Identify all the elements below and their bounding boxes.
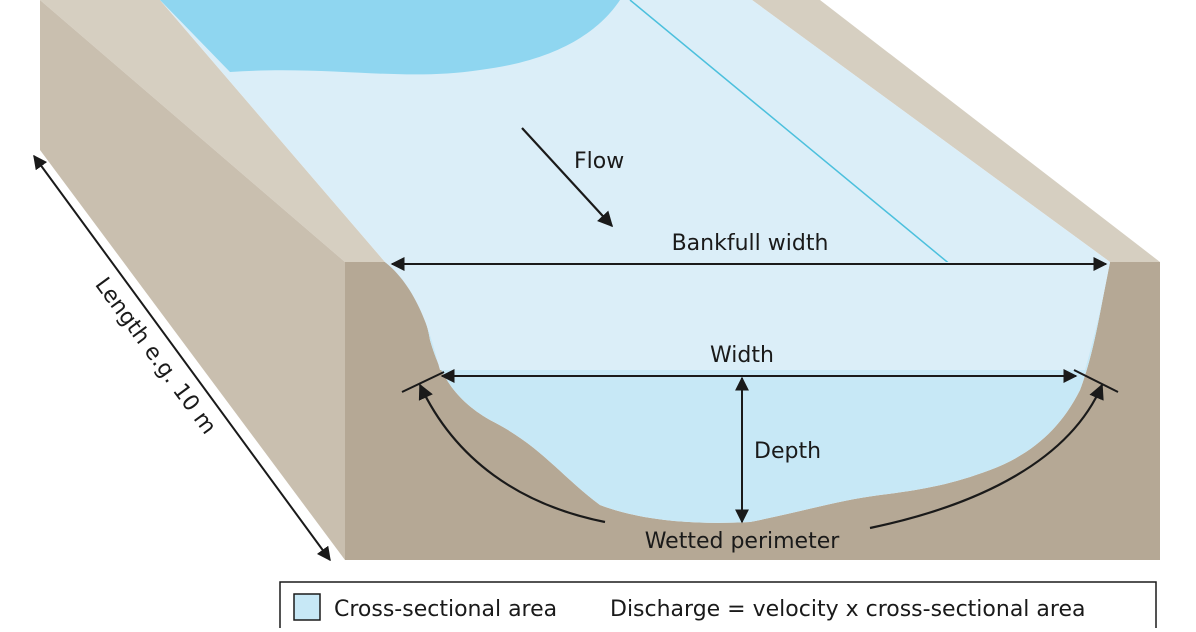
wetted-perimeter-arc-right [869,383,1104,530]
legend-swatch [293,593,321,621]
perimeter-tick-right [1073,369,1119,393]
legend-box [279,581,1157,632]
water-deep-patch [160,0,620,75]
legend-swatch-label: Cross-sectional area [334,597,557,622]
legend-formula: Discharge = velocity x cross-sectional a… [610,597,1085,622]
bankfull-width-label: Bankfull width [672,231,829,256]
cross-section-upper [385,262,1110,370]
wetted-perimeter-arc-left [418,383,606,524]
right-bank-top [752,0,1160,262]
wetted-perimeter-label: Wetted perimeter [645,529,841,554]
front-bank-face [345,262,1160,560]
flow-arrow [521,127,614,228]
depth-label: Depth [754,439,821,464]
perimeter-tick-left [401,371,445,393]
flow-label: Flow [574,149,624,174]
length-arrow [33,154,331,562]
width-label: Width [710,343,774,368]
